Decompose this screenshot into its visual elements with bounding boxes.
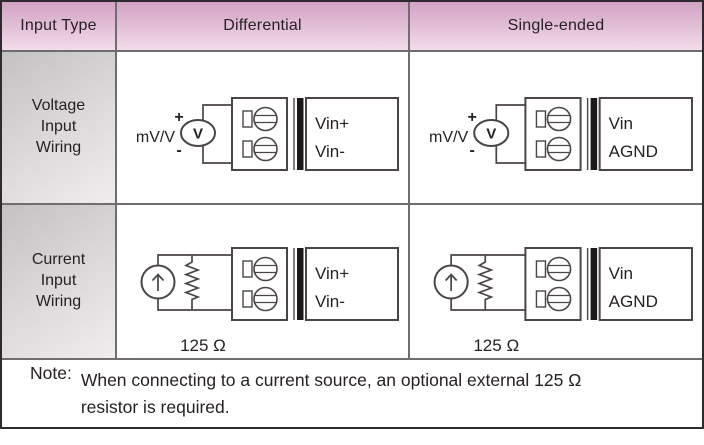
diagram-current-differential: 125 Ω Vin+ Vin- (117, 205, 410, 360)
terminal-label-vin: Vin (609, 264, 633, 283)
current-single-ended-wiring-diagram: 125 Ω Vin AGND (410, 205, 702, 355)
current-row-label: Current Input Wiring (31, 251, 86, 310)
terminal-label-agnd: AGND (609, 292, 658, 311)
resistor-value-label: 125 Ω (473, 336, 519, 355)
header-single-ended: Single-ended (410, 2, 702, 52)
header-input-type: Input Type (2, 2, 117, 52)
note-text: When connecting to a current source, an … (80, 370, 582, 417)
voltage-differential-wiring-diagram: mV/V + - V Vin+ Vin- (136, 52, 408, 203)
diagram-voltage-single-ended: mV/V + - V Vin AGND (410, 52, 702, 205)
row-label-current-input-wiring: Current Input Wiring (2, 205, 117, 360)
terminal-label-vin-minus: Vin- (315, 142, 345, 161)
plus-sign: + (174, 109, 183, 126)
voltage-single-ended-wiring-diagram: mV/V + - V Vin AGND (429, 52, 702, 203)
minus-sign: - (176, 142, 181, 159)
voltage-source-label: mV/V (429, 128, 469, 146)
diagram-current-single-ended: 125 Ω Vin AGND (410, 205, 702, 360)
header-differential-label: Differential (223, 17, 302, 34)
row-label-voltage-input-wiring: Voltage Input Wiring (2, 52, 117, 205)
note-row: Note: When connecting to a current sourc… (2, 360, 702, 427)
terminal-label-agnd: AGND (609, 142, 658, 161)
note-prefix: Note: (30, 363, 72, 383)
input-wiring-table: Input Type Differential Single-ended Vol… (0, 0, 704, 429)
plus-sign: + (468, 108, 477, 126)
header-input-type-label: Input Type (20, 17, 97, 34)
diagram-voltage-differential: mV/V + - V Vin+ Vin- (117, 52, 410, 205)
current-differential-wiring-diagram: 125 Ω Vin+ Vin- (117, 205, 408, 355)
terminal-label-vin-minus: Vin- (315, 292, 345, 311)
voltage-row-label: Voltage Input Wiring (31, 97, 86, 156)
terminal-label-vin-plus: Vin+ (315, 264, 349, 283)
voltage-source-label: mV/V (136, 129, 175, 146)
resistor-value-label: 125 Ω (180, 336, 226, 355)
voltage-source-symbol: V (193, 126, 203, 143)
terminal-label-vin: Vin (609, 114, 633, 133)
voltage-source-symbol: V (486, 126, 496, 143)
header-differential: Differential (117, 2, 410, 52)
terminal-label-vin-plus: Vin+ (315, 114, 349, 133)
minus-sign: - (470, 141, 475, 159)
header-single-ended-label: Single-ended (507, 17, 605, 34)
